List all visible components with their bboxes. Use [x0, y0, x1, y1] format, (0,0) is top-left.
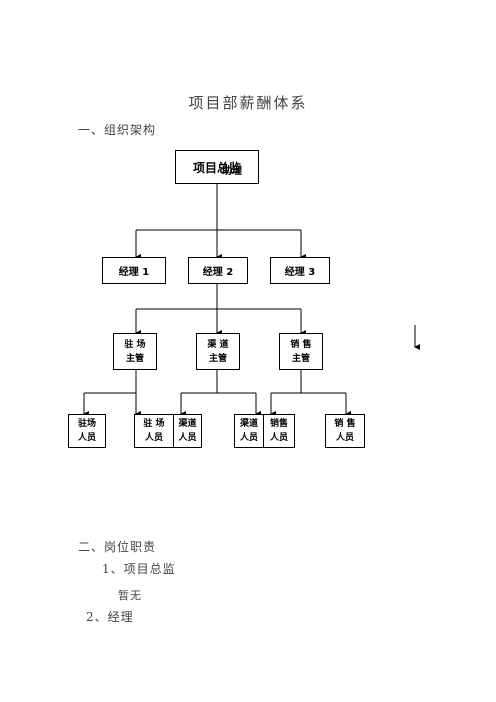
- org-node-staff-onsite-2: 驻 场 人员: [134, 414, 174, 448]
- org-node-label-line1: 渠 道: [207, 339, 229, 350]
- org-node-label: 经理 2: [202, 267, 234, 278]
- org-node-label-line1: 销 售: [290, 339, 312, 350]
- org-node-manager-3: 经理 3: [270, 257, 330, 284]
- section-heading-duties: 二、岗位职责: [78, 540, 157, 554]
- org-node-staff-sales-2: 销 售 人员: [325, 414, 365, 448]
- section-heading-org: 一、组织架构: [78, 123, 157, 137]
- org-node-label: 项目总监: [192, 160, 241, 175]
- org-node-label-line1: 驻 场: [124, 339, 146, 350]
- org-node-label: 经理 1: [118, 267, 150, 278]
- org-node-label-line2: 人员: [77, 433, 96, 443]
- org-node-supervisor-onsite: 驻 场 主管: [113, 333, 157, 370]
- org-node-manager-2: 经理 2: [188, 257, 248, 284]
- org-node-staff-channel-1: 渠道 人员: [173, 414, 202, 448]
- org-node-label-line2: 人员: [269, 433, 288, 443]
- org-node-label-line2: 人员: [335, 433, 354, 443]
- org-node-supervisor-channel: 渠 道 主管: [196, 333, 240, 370]
- org-node-supervisor-sales: 销 售 主管: [279, 333, 323, 370]
- org-node-label-line1: 驻场: [77, 419, 96, 429]
- org-node-manager-1: 经理 1: [102, 257, 166, 284]
- org-node-label-line2: 主管: [291, 353, 310, 364]
- org-node-staff-onsite-1: 驻场 人员: [68, 414, 106, 448]
- org-node-label-line1: 销售: [269, 419, 288, 429]
- list-item-manager: 2、经理: [86, 610, 134, 624]
- org-node-label: 经理 3: [284, 267, 316, 278]
- org-node-director: 项目总监: [175, 150, 259, 184]
- org-node-label-line1: 渠道: [178, 419, 197, 429]
- org-node-label-line2: 人员: [178, 433, 197, 443]
- org-node-label-line1: 渠道: [239, 419, 258, 429]
- org-node-label-line1: 驻 场: [143, 419, 165, 429]
- org-node-label-line1: 销 售: [334, 419, 356, 429]
- org-node-label-line2: 人员: [144, 433, 163, 443]
- org-node-staff-sales-1: 销售 人员: [263, 414, 295, 448]
- page-title: 项目部薪酬体系: [188, 94, 308, 112]
- org-node-staff-channel-2: 渠道 人员: [234, 414, 264, 448]
- org-node-label-line2: 主管: [208, 353, 227, 364]
- org-label-assistant: 助理: [222, 166, 242, 177]
- list-item-director: 1、项目总监: [102, 562, 176, 576]
- org-node-label-line2: 人员: [239, 433, 258, 443]
- org-node-label-line2: 主管: [125, 353, 144, 364]
- list-item-note: 暂无: [118, 589, 142, 602]
